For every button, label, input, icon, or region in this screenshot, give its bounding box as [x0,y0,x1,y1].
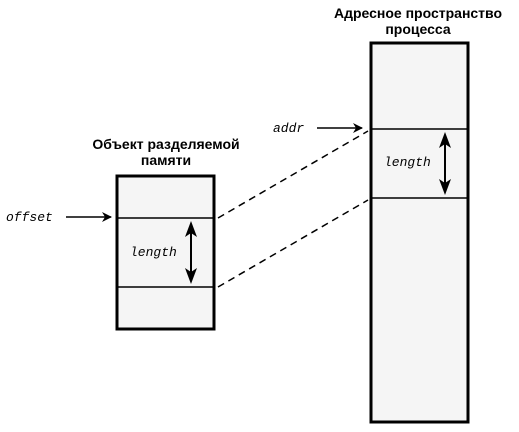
space-length-arrow-head-down [439,179,451,195]
shared-length-arrow-head-down [185,268,197,284]
address-space-title-line1: Адресное пространство [333,5,503,21]
shared-object-title: Объект разделяемой памяти [66,136,266,168]
offset-label: offset [6,210,53,225]
address-space-title-line2: процесса [385,21,451,37]
shared-object-box [115,174,216,331]
address-space-title: Адресное пространство процесса [318,5,518,37]
address-space-box [369,41,470,424]
shared-object-title-line2: памяти [140,152,192,168]
shared-length-label: length [130,245,177,260]
space-length-arrow-head-up [439,132,451,148]
shared-length-arrow-head-up [185,221,197,237]
mapping-line-top [217,130,369,219]
shared-object-title-line1: Объект разделяемой [92,136,240,152]
addr-label: addr [273,121,305,136]
mapping-line-bottom [217,199,369,288]
space-length-label: length [384,155,431,170]
